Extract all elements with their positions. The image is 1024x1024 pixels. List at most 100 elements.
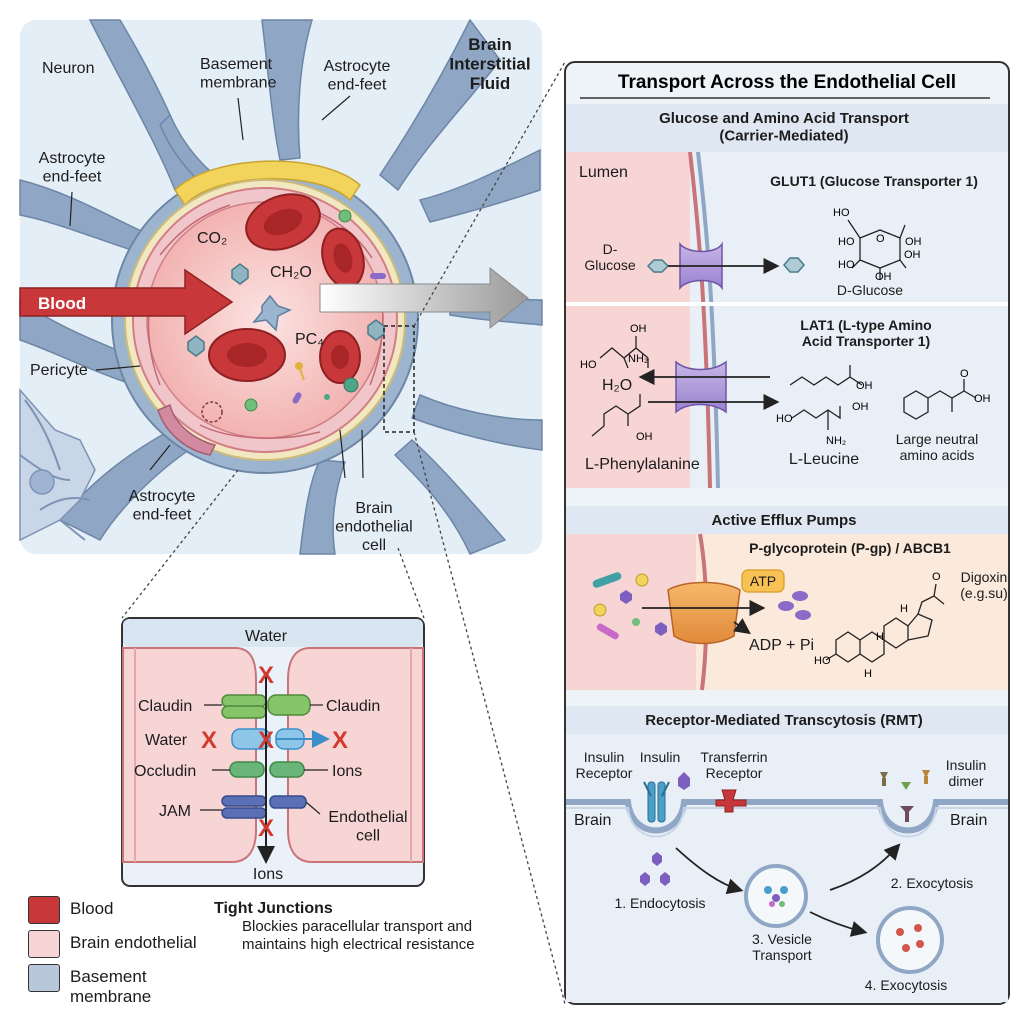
pc4-label: PC₄ xyxy=(295,331,324,348)
d-glucose-left-label: D-Glucose xyxy=(584,241,636,273)
insulin-label: Insulin xyxy=(640,749,680,765)
glucose-ho-low: HO xyxy=(838,259,855,271)
inset-water-band xyxy=(123,619,423,647)
legend-swatch-blood xyxy=(28,896,60,924)
jam-label: JAM xyxy=(159,803,191,820)
red-blood-cells xyxy=(208,193,365,384)
adp-pi-label: ADP + Pi xyxy=(749,637,814,654)
ch2o-label: CH₂O xyxy=(270,264,312,281)
digoxin-h-3: H xyxy=(900,603,908,615)
vesicle-exocytosis xyxy=(876,906,944,974)
digoxin-label: Digoxin(e.g.su) xyxy=(960,569,1007,601)
legend-swatch-basement xyxy=(28,964,60,992)
legend-label-basement: Basement membrane xyxy=(70,967,152,1006)
neuron-label: Neuron xyxy=(42,60,94,77)
structure-o-1: O xyxy=(960,368,969,380)
brain-right-label: Brain xyxy=(950,812,987,829)
efflux-pump-section: Active Efflux Pumps xyxy=(566,506,1008,691)
claudin-right-label: Claudin xyxy=(326,698,380,715)
block-mark-center: X xyxy=(258,727,274,754)
plasma-membrane xyxy=(566,799,1008,834)
atp-label: ATP xyxy=(750,573,776,589)
water-left-label: Water xyxy=(145,732,188,749)
glucose-oh-low: OH xyxy=(904,249,921,261)
glucose-structure xyxy=(847,219,907,280)
legend-label-endothelial: Brain endothelial xyxy=(70,933,197,952)
claudin-left-label: Claudin xyxy=(138,698,192,715)
d-glucose-right-label: D-Glucose xyxy=(837,282,903,298)
transcytosis-section: Receptor-Mediated Transcytosis (RMT) xyxy=(566,706,1008,1002)
glucose-o-atom: O xyxy=(876,233,885,245)
step-exocytosis-top-label: 2. Exocytosis xyxy=(891,875,973,891)
block-mark-water-right: X xyxy=(332,727,348,754)
zoom-region-box xyxy=(383,325,415,433)
block-mark-water-left: X xyxy=(201,727,217,754)
glucose-oh-bottom: OH xyxy=(875,271,892,283)
legend-swatch-endothelial xyxy=(28,930,60,958)
structure-oh-3: OH xyxy=(856,380,873,392)
structure-oh-4: OH xyxy=(852,401,869,413)
pgp-pump xyxy=(667,581,741,645)
pericyte-label: Pericyte xyxy=(30,362,88,379)
carrier-mediated-section: Glucose and Amino Acid Transport(Carrier… xyxy=(566,104,1008,489)
legend-label-blood: Blood xyxy=(70,899,114,918)
carrier-section-header: Glucose and Amino Acid Transport(Carrier… xyxy=(659,110,909,144)
exocytosis-arrow-down xyxy=(809,911,868,937)
endocytosis-arrow xyxy=(675,847,744,895)
astrocyte-processes xyxy=(19,18,543,555)
co2-label: CO₂ xyxy=(197,230,227,247)
structure-nh2-1: NH₂ xyxy=(628,353,648,365)
pgp-label: P-glycoprotein (P-gp) / ABCB1 xyxy=(749,540,951,556)
jam-proteins xyxy=(221,795,307,819)
step-endocytosis-label: 1. Endocytosis xyxy=(614,895,705,911)
exocytosis-cargo xyxy=(896,924,924,952)
lumen-label: Lumen xyxy=(579,164,628,181)
blood-flow-arrow xyxy=(19,268,234,336)
insulin-receptor xyxy=(643,781,670,823)
tight-junction-caption: Tight Junctions Blockies paracellular tr… xyxy=(214,900,484,954)
structure-nh2-2: NH₂ xyxy=(826,435,846,447)
blocked-marks: X X X X X xyxy=(201,662,348,842)
structure-oh-1: OH xyxy=(630,323,647,335)
block-mark-top: X xyxy=(258,662,274,689)
legend-item-endothelial: Brain endothelial xyxy=(28,930,228,958)
occludin-proteins xyxy=(229,761,305,778)
step-exocytosis-bottom-label: 4. Exocytosis xyxy=(865,977,947,993)
insulin-molecule xyxy=(678,772,690,790)
tight-junction-description: Blockies paracellular transport and main… xyxy=(242,918,475,953)
transferrin-receptor xyxy=(715,789,747,813)
structure-ho-2: HO xyxy=(776,413,793,425)
digoxin-ho: HO xyxy=(814,655,831,667)
efflux-section-header: Active Efflux Pumps xyxy=(711,512,856,529)
occludin-label: Occludin xyxy=(134,763,196,780)
left-endothelial-cell xyxy=(122,647,257,863)
transport-panel-title: Transport Across the Endothelial Cell xyxy=(618,72,956,93)
d-glucose-hexagon-right xyxy=(783,257,805,273)
label-leader-lines xyxy=(69,95,364,479)
plasma-molecules xyxy=(187,209,386,423)
glucose-oh-mid: OH xyxy=(905,236,922,248)
right-endothelial-cell xyxy=(287,647,424,863)
brain-left-label: Brain xyxy=(574,812,611,829)
blood-label: Blood xyxy=(38,294,86,313)
structure-ho-1: HO xyxy=(580,359,597,371)
glucose-ho-mid: HO xyxy=(838,236,855,248)
lat1-transporter xyxy=(675,360,727,414)
tight-junction-inset: X X X X X Water Claudin Claudin Water Oc… xyxy=(121,617,425,887)
digoxin-h-2: H xyxy=(876,631,884,643)
structure-oh-5: OH xyxy=(974,393,991,405)
claudin-proteins xyxy=(221,694,311,719)
block-mark-bottom: X xyxy=(258,815,274,842)
pericyte-cell xyxy=(157,403,217,456)
transport-direction-arrow xyxy=(319,266,529,330)
transport-panel: Transport Across the Endothelial Cell Gl… xyxy=(564,61,1010,1005)
